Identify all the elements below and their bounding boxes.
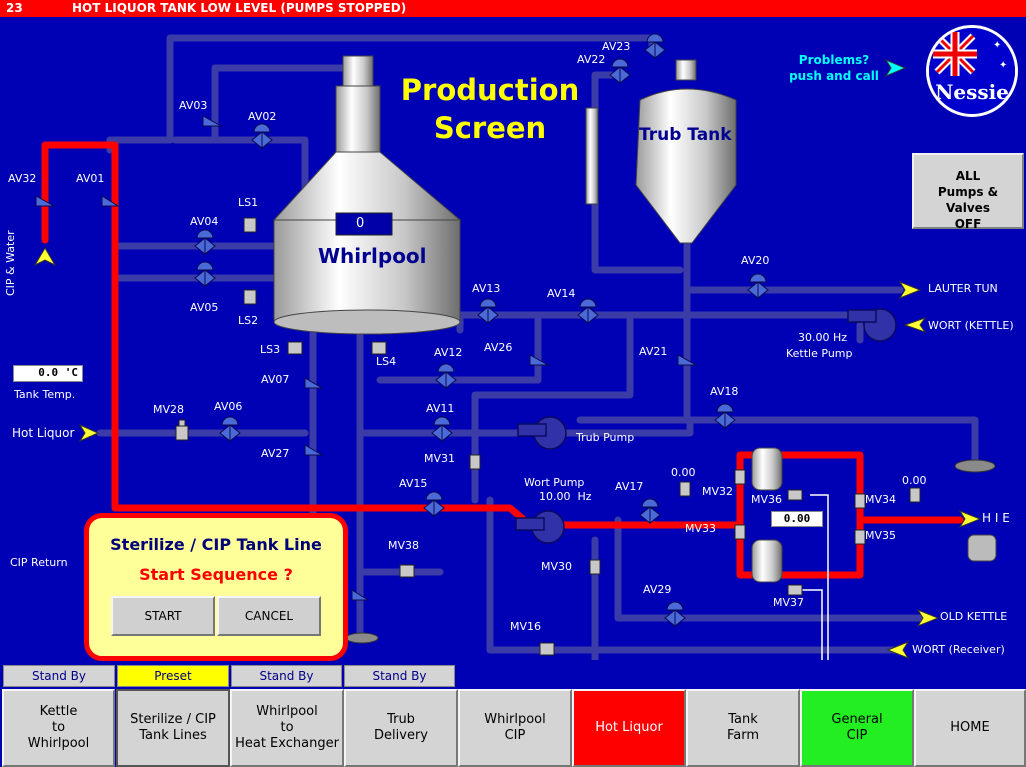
- line-wort-kettle: WORT (KETTLE): [928, 319, 1014, 332]
- nav-tank-farm[interactable]: Tank Farm: [686, 689, 800, 767]
- wort-pump-label[interactable]: Wort Pump: [524, 476, 585, 489]
- nav-kettle-to-whirlpool[interactable]: Kettle to Whirlpool: [2, 689, 115, 767]
- valve-mv33[interactable]: MV33: [685, 522, 717, 535]
- nav-sterilize-cip[interactable]: Sterilize / CIP Tank Lines: [116, 689, 230, 767]
- all-pumps-valves-off-button[interactable]: ALL Pumps & Valves OFF: [912, 153, 1024, 231]
- whirlpool-vessel: [272, 55, 462, 335]
- process-diagram: [33, 33, 997, 660]
- valve-mv30[interactable]: MV30: [541, 560, 573, 573]
- valve-av12[interactable]: AV12: [434, 346, 463, 359]
- level-switch-ls3: LS3: [260, 343, 281, 356]
- active-pipes: [41, 141, 964, 579]
- whirlpool-label: Whirlpool: [318, 244, 427, 268]
- cancel-button[interactable]: CANCEL: [217, 596, 321, 636]
- logo-text: Nessie: [935, 80, 1009, 104]
- heat-exchanger: [751, 447, 997, 583]
- valve-mv31[interactable]: MV31: [424, 452, 456, 465]
- valve-mv28[interactable]: MV28: [153, 403, 185, 416]
- nessie-logo[interactable]: ✦ ✦ Nessie: [926, 25, 1018, 117]
- valve-mv36[interactable]: MV36: [751, 493, 783, 506]
- kettle-pump-label[interactable]: Kettle Pump: [786, 347, 853, 360]
- nav-general-cip[interactable]: General CIP: [800, 689, 914, 767]
- flow-readout-3: 0.00: [902, 474, 927, 487]
- valve-mv38[interactable]: MV38: [388, 539, 420, 552]
- valve-av23[interactable]: AV23: [602, 40, 631, 53]
- tank-temp-value: 0.0 'C: [13, 365, 83, 382]
- dialog-title: Sterilize / CIP Tank Line: [110, 535, 322, 554]
- level-switch-ls1: LS1: [238, 196, 259, 209]
- line-old-kettle: OLD KETTLE: [940, 610, 1008, 623]
- valve-av07[interactable]: AV07: [261, 373, 290, 386]
- tank-temp-label: Tank Temp.: [14, 388, 76, 401]
- status-tab-kettle: Stand By: [3, 665, 115, 687]
- flow-readout-2: 0.00: [771, 511, 823, 527]
- valve-av04[interactable]: AV04: [190, 215, 219, 228]
- valve-mv32[interactable]: MV32: [702, 485, 734, 498]
- svg-text:✦: ✦: [993, 40, 1001, 51]
- pump-symbols: [515, 308, 897, 544]
- nav-trub-delivery[interactable]: Trub Delivery: [344, 689, 458, 767]
- kettle-pump-speed: 30.00 Hz: [798, 331, 848, 344]
- valve-symbols: [35, 40, 769, 628]
- page-title: Production Screen: [400, 73, 580, 145]
- valve-mv34[interactable]: MV34: [865, 493, 897, 506]
- valve-av26[interactable]: AV26: [484, 341, 513, 354]
- help-hint: Problems? push and call: [789, 53, 879, 83]
- whirlpool-level: 0: [356, 216, 365, 231]
- line-cip-water: CIP & Water: [4, 230, 17, 296]
- valve-mv37[interactable]: MV37: [773, 596, 805, 609]
- flow-readout-1: 0.00: [671, 466, 696, 479]
- level-switch-ls2: LS2: [238, 314, 259, 327]
- alarm-number: 23: [6, 1, 23, 15]
- dialog-prompt: Start Sequence ?: [139, 565, 293, 584]
- valve-av17[interactable]: AV17: [615, 480, 644, 493]
- valve-av13[interactable]: AV13: [472, 282, 501, 295]
- line-hot-liquor: Hot Liquor: [12, 426, 75, 440]
- status-tab-whirlpool-hx: Stand By: [231, 665, 342, 687]
- valve-av11[interactable]: AV11: [426, 402, 455, 415]
- line-hie: H I E: [982, 511, 1010, 525]
- wort-pump-speed: 10.00 Hz: [539, 490, 592, 503]
- valve-av21[interactable]: AV21: [639, 345, 668, 358]
- line-lauter-tun: LAUTER TUN: [928, 282, 998, 295]
- valve-av03[interactable]: AV03: [179, 99, 208, 112]
- status-tab-sterilize: Preset: [117, 665, 229, 687]
- valve-mv35[interactable]: MV35: [865, 529, 897, 542]
- flow-arrows: [33, 58, 982, 660]
- start-button[interactable]: START: [111, 596, 215, 636]
- valve-av18[interactable]: AV18: [710, 385, 739, 398]
- line-cip-return: CIP Return: [10, 556, 68, 569]
- valve-av05[interactable]: AV05: [190, 301, 219, 314]
- valve-av15[interactable]: AV15: [399, 477, 428, 490]
- level-switch-ls4: LS4: [376, 355, 397, 368]
- valve-av02[interactable]: AV02: [248, 110, 277, 123]
- trub-tank-label: Trub Tank: [639, 125, 732, 145]
- valve-av14[interactable]: AV14: [547, 287, 576, 300]
- nav-whirlpool-to-hx[interactable]: Whirlpool to Heat Exchanger: [230, 689, 344, 767]
- pipes: [96, 34, 979, 660]
- cip-sequence-dialog: Sterilize / CIP Tank Line Start Sequence…: [84, 513, 348, 661]
- valve-av22[interactable]: AV22: [577, 53, 606, 66]
- alarm-message: HOT LIQUOR TANK LOW LEVEL (PUMPS STOPPED…: [72, 1, 407, 15]
- alarm-banner: 23 HOT LIQUOR TANK LOW LEVEL (PUMPS STOP…: [0, 0, 1026, 17]
- valve-av20[interactable]: AV20: [741, 254, 770, 267]
- line-wort-receiver: WORT (Receiver): [912, 643, 1005, 656]
- valve-av32[interactable]: AV32: [8, 172, 37, 185]
- valve-av06[interactable]: AV06: [214, 400, 243, 413]
- nav-whirlpool-cip[interactable]: Whirlpool CIP: [458, 689, 572, 767]
- valve-mv16[interactable]: MV16: [510, 620, 542, 633]
- valve-av29[interactable]: AV29: [643, 583, 672, 596]
- valve-av27[interactable]: AV27: [261, 447, 290, 460]
- valve-av01[interactable]: AV01: [76, 172, 105, 185]
- nav-hot-liquor[interactable]: Hot Liquor: [572, 689, 686, 767]
- nav-home[interactable]: HOME: [914, 689, 1026, 767]
- trub-pump-label[interactable]: Trub Pump: [576, 431, 635, 444]
- status-tab-trub: Stand By: [344, 665, 455, 687]
- svg-text:✦: ✦: [999, 60, 1007, 71]
- trub-tank: [635, 59, 737, 244]
